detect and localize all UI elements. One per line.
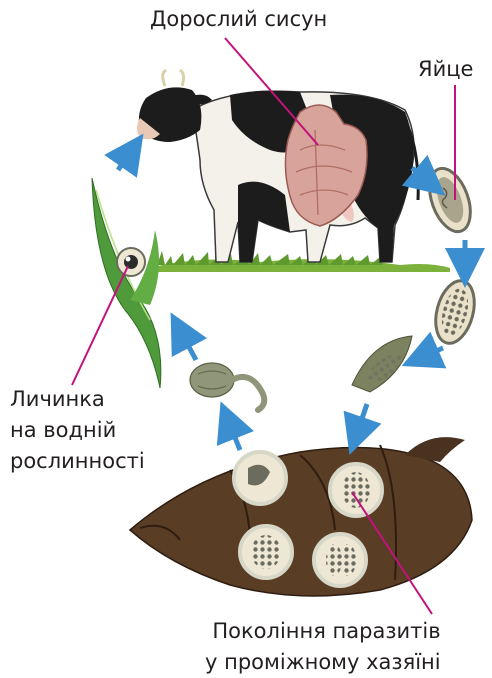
egg-icon bbox=[422, 163, 478, 237]
daughter-redia-circle bbox=[240, 526, 292, 578]
redia-circle bbox=[330, 464, 382, 516]
leader-larva bbox=[72, 266, 128, 385]
cercaria-icon bbox=[190, 363, 264, 410]
label-adult-fluke: Дорослий сисун bbox=[150, 4, 327, 35]
label-larva-line2: на водній bbox=[10, 415, 145, 446]
arrow-leaf-to-cow bbox=[118, 150, 132, 170]
label-larva-line1: Личинка bbox=[10, 384, 145, 415]
snail-icon bbox=[130, 437, 472, 596]
water-plant-leaf-icon bbox=[92, 178, 161, 388]
label-generations-line2: у проміжному хазяїні bbox=[205, 647, 441, 678]
label-egg: Яйце bbox=[418, 54, 473, 85]
label-larva-line3: рослинності bbox=[10, 446, 145, 477]
arrow-snail-to-cercaria bbox=[228, 420, 240, 450]
arrow-cercaria-to-leaf bbox=[180, 330, 196, 360]
arrow-cow-to-egg bbox=[412, 168, 430, 183]
arrow-miracidium-to-snail bbox=[356, 404, 367, 436]
miracidium-icon bbox=[352, 336, 412, 392]
arrow-developing-to-miracidium bbox=[420, 348, 443, 358]
label-generations-line1: Покоління паразитів bbox=[205, 616, 441, 647]
developing-egg-icon bbox=[429, 276, 480, 347]
sporocyst-circle bbox=[234, 452, 286, 504]
cyst-icon bbox=[117, 248, 145, 276]
cercariae-circle bbox=[314, 534, 366, 586]
